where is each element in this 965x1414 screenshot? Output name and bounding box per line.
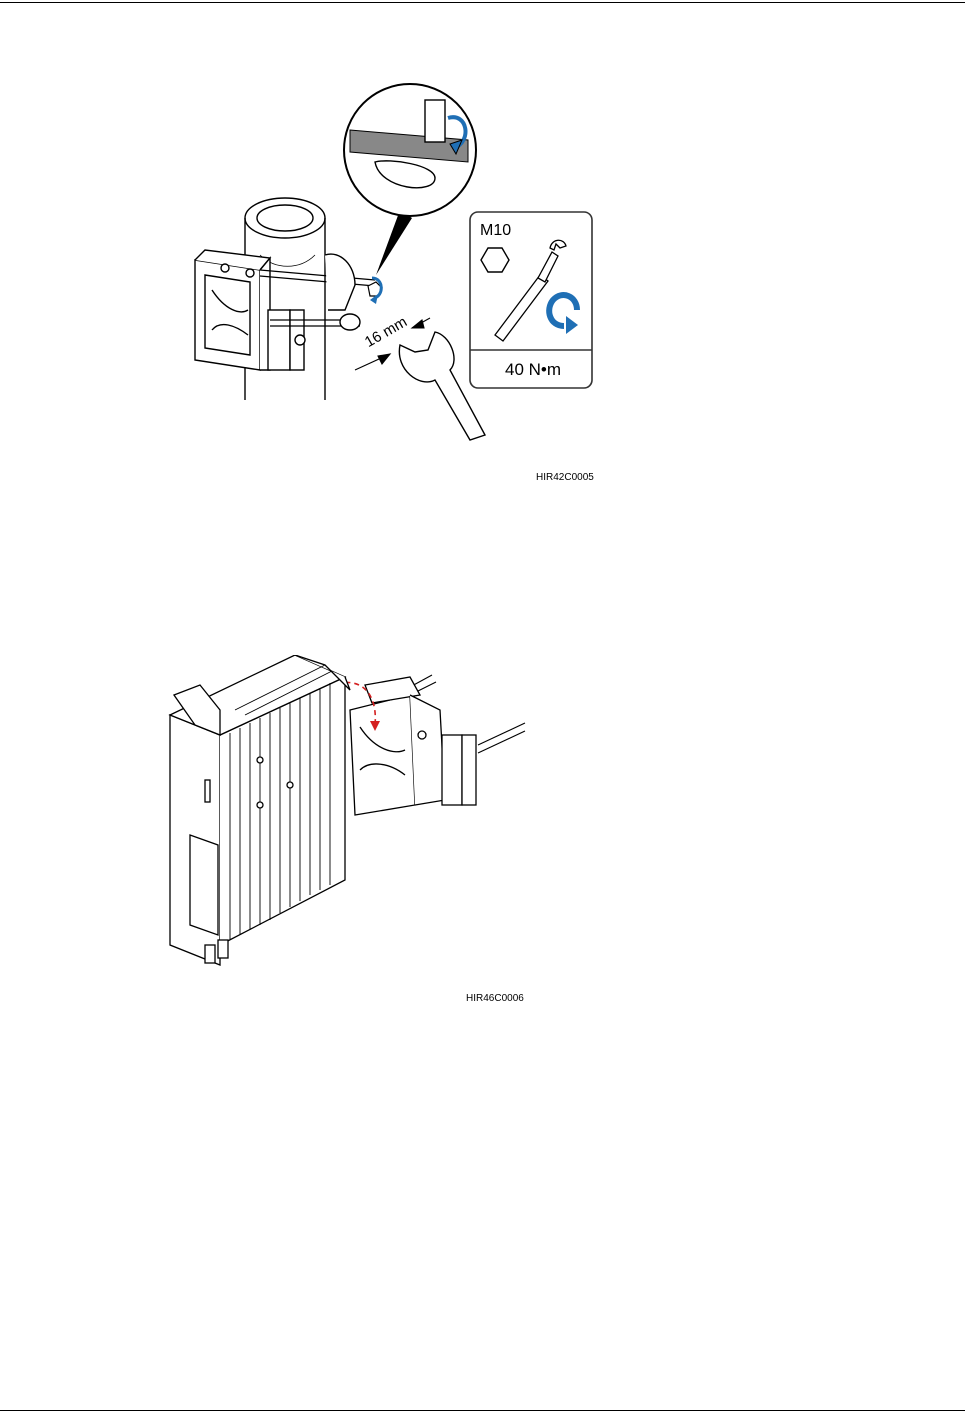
figure-2-illustration [160, 655, 530, 975]
magnified-detail [344, 84, 476, 216]
torque-value-label: 40 N•m [505, 360, 561, 379]
nut-with-rotation-arrow [368, 278, 382, 304]
header-rule [0, 2, 965, 3]
clamp-bracket [195, 250, 305, 370]
figure-1-illustration: 16 mm M10 40 N•m [150, 70, 610, 460]
bolt-size-label: M10 [480, 222, 511, 239]
torque-spec-panel: M10 40 N•m [470, 212, 592, 388]
clamp-jaw-right [325, 254, 360, 330]
figure-1-pole-clamp-tightening: 16 mm M10 40 N•m [150, 70, 610, 460]
mounting-bracket [350, 677, 476, 815]
footer-rule [0, 1410, 965, 1411]
hex-nut-icon [481, 248, 509, 272]
figure-1-id: HIR42C0005 [536, 472, 594, 483]
rru-unit [170, 655, 350, 965]
figure-2-rru-hanging-on-bracket [160, 655, 530, 975]
wrench-size-label: 16 mm [362, 313, 410, 351]
figure-2-id: HIR46C0006 [466, 993, 524, 1004]
callout-pointer [376, 210, 412, 275]
